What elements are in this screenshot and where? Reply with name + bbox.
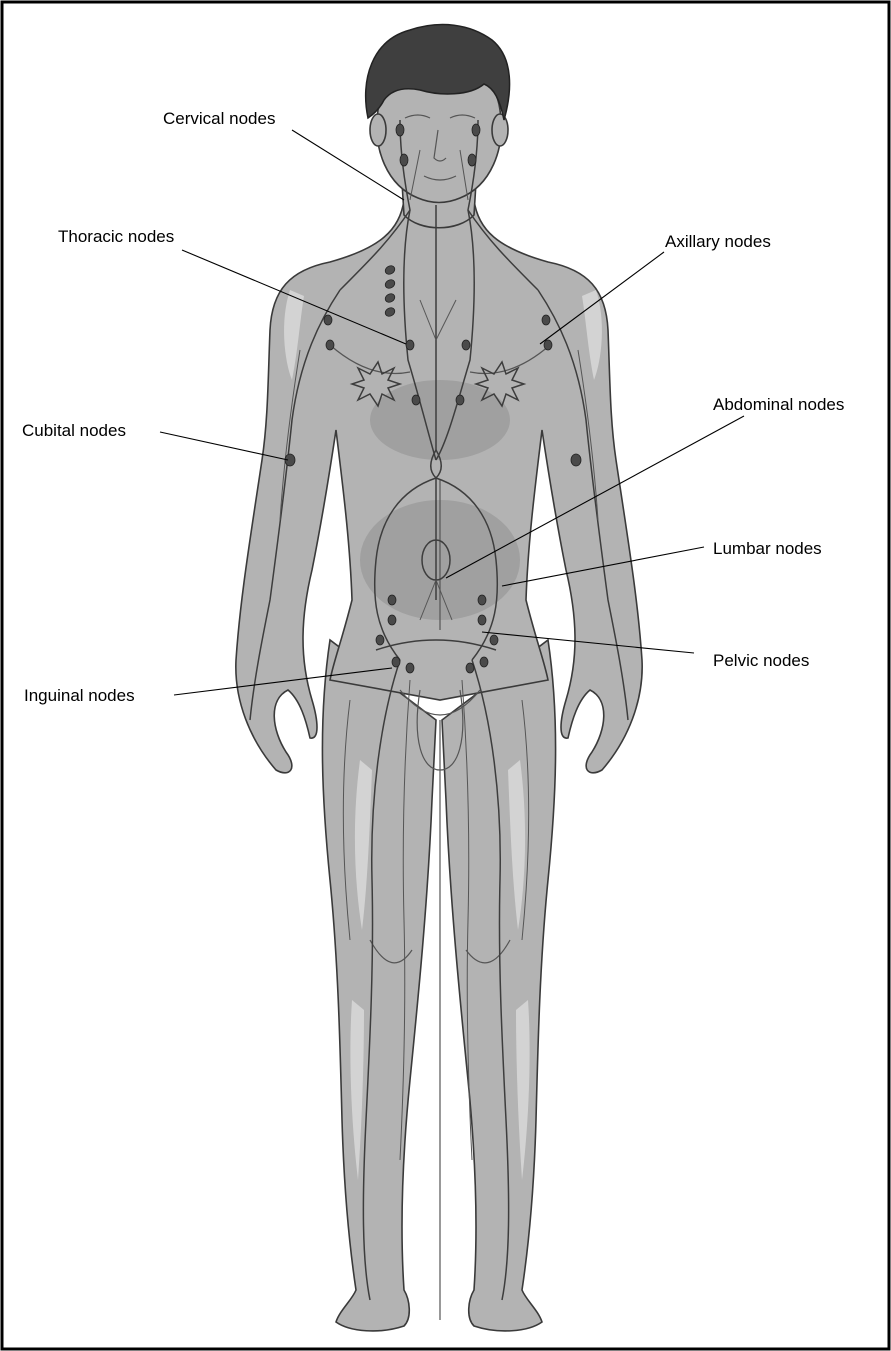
label-abdominal-nodes: Abdominal nodes	[713, 395, 844, 414]
label-pelvic-nodes: Pelvic nodes	[713, 651, 809, 670]
label-inguinal-nodes: Inguinal nodes	[24, 686, 135, 705]
label-cervical-nodes: Cervical nodes	[163, 109, 275, 128]
label-cubital-nodes: Cubital nodes	[22, 421, 126, 440]
label-lumbar-nodes: Lumbar nodes	[713, 539, 822, 558]
label-axillary-nodes: Axillary nodes	[665, 232, 771, 251]
torso	[236, 200, 642, 773]
label-thoracic-nodes: Thoracic nodes	[58, 227, 174, 246]
